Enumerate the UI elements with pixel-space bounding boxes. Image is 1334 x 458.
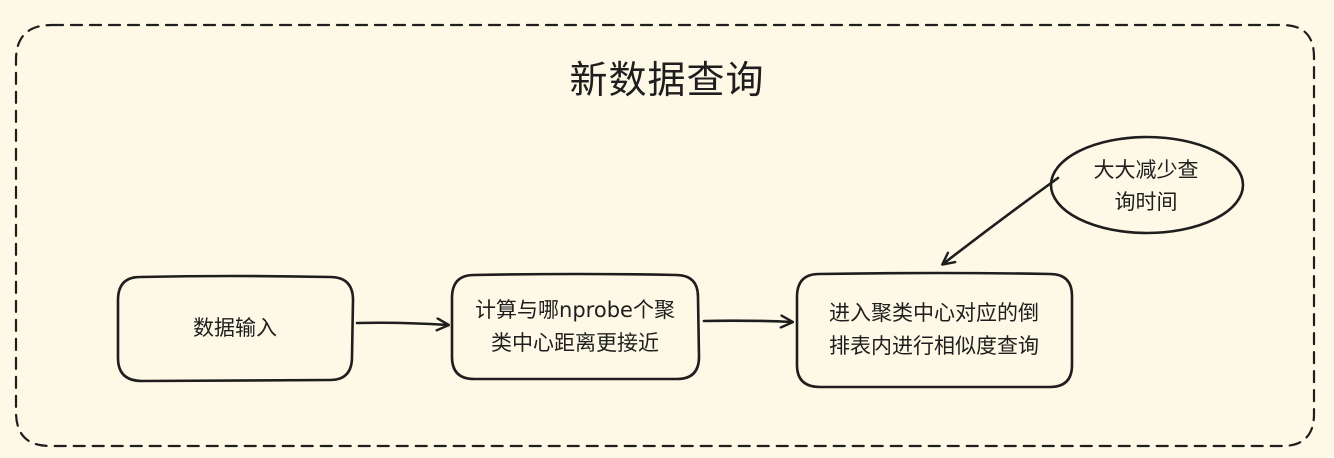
compute-box	[450, 272, 701, 381]
arrow-input-to-compute	[355, 323, 448, 325]
dashed-frame	[14, 23, 1316, 448]
diagram-title: 新数据查询	[569, 58, 765, 102]
invlist-box	[795, 271, 1074, 389]
annotation-label: 大大减少查 询时间	[1093, 158, 1199, 214]
compute-box-label: 计算与哪nprobe个聚 类中心距离更接近	[475, 298, 675, 355]
input-box	[116, 274, 355, 383]
invlist-box-label: 进入聚类中心对应的倒 排表内进行相似度查询	[829, 301, 1039, 358]
arrow-annotation-to-invlist	[943, 176, 1060, 264]
annotation-ellipse	[1049, 135, 1245, 235]
input-box-label: 数据输入	[193, 315, 277, 340]
arrow-compute-to-invlist	[702, 321, 792, 322]
